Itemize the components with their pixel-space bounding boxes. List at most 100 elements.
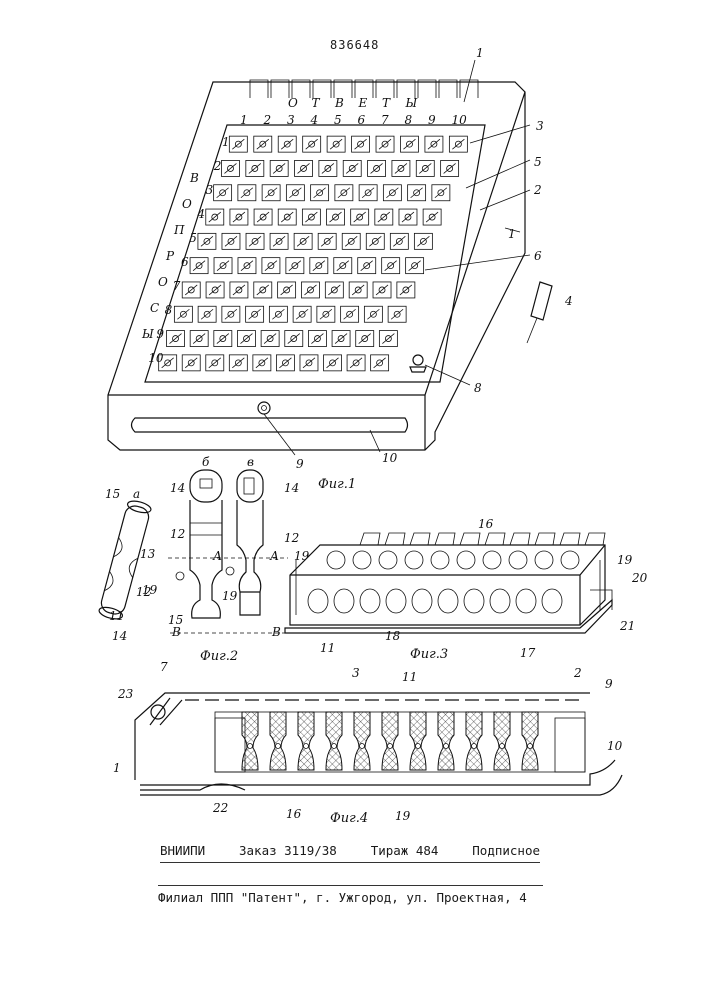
answer-cell — [295, 160, 313, 176]
answer-cell — [416, 160, 434, 176]
top-tab — [585, 533, 605, 545]
answer-cell — [388, 306, 406, 322]
socket-top — [353, 551, 371, 569]
fig4-caption: Фиг.4 — [330, 811, 368, 826]
top-tab — [485, 533, 505, 545]
fig3-ref: 18 — [385, 629, 401, 643]
answer-cell — [206, 282, 224, 298]
socket-top — [509, 551, 527, 569]
fig1-ref: 1 — [476, 46, 484, 60]
column-number: 5 — [334, 113, 342, 127]
socket-top — [457, 551, 475, 569]
fig2-ref: 12 — [284, 531, 299, 545]
answer-cell — [206, 355, 224, 371]
answer-cell — [229, 136, 247, 152]
view-label: б — [202, 455, 210, 469]
subscription: Подписное — [472, 843, 540, 858]
answer-cell — [182, 282, 200, 298]
answer-cell — [229, 355, 247, 371]
fig3-caption: Фиг.3 — [410, 647, 448, 662]
answer-cell — [327, 209, 345, 225]
answer-cell — [399, 209, 417, 225]
answer-cell — [343, 160, 361, 176]
answer-cell — [347, 355, 365, 371]
fig2-ref: 15 — [168, 613, 183, 627]
row-number: 3 — [206, 183, 214, 197]
column-letter: Т — [312, 96, 321, 110]
answer-cell — [441, 160, 459, 176]
view-label: а — [133, 487, 140, 501]
top-tab — [250, 80, 268, 98]
answer-cell — [311, 185, 329, 201]
fig4-ref: 22 — [212, 801, 228, 815]
answer-cell — [198, 233, 216, 249]
top-tab — [271, 80, 289, 98]
section-label: В — [171, 625, 181, 639]
answer-cell — [449, 136, 467, 152]
socket-top — [431, 551, 449, 569]
answer-cell — [190, 331, 208, 347]
answer-cell — [368, 160, 386, 176]
section-label: В — [271, 625, 281, 639]
answer-cell — [246, 233, 264, 249]
answer-element — [326, 712, 342, 770]
fig4-ref: 1 — [113, 761, 121, 775]
answer-element — [270, 712, 286, 770]
answer-element — [410, 712, 426, 770]
column-number: 7 — [381, 113, 389, 127]
socket-front — [490, 589, 510, 613]
socket-top — [483, 551, 501, 569]
column-letter: Т — [382, 96, 391, 110]
answer-cell — [190, 258, 208, 274]
fig4-ref: 16 — [286, 807, 302, 821]
answer-element — [354, 712, 370, 770]
figure-1: 1234567891012345678910ОТВЕТЫВОПРОСЫ13521… — [108, 46, 573, 492]
answer-element — [382, 712, 398, 770]
row-number: 6 — [181, 255, 189, 269]
answer-cell — [198, 306, 216, 322]
answer-cell — [359, 185, 377, 201]
answer-cell — [382, 258, 400, 274]
answer-cell — [397, 282, 415, 298]
answer-element — [438, 712, 454, 770]
side-letter: С — [150, 301, 159, 315]
fig3-ref: 16 — [478, 517, 494, 531]
side-letter: Р — [165, 249, 175, 263]
answer-cell — [332, 331, 350, 347]
order-number: Заказ 3119/38 — [239, 843, 337, 858]
answer-cell — [261, 331, 279, 347]
fig3-ref: 20 — [631, 571, 648, 585]
row-number: 1 — [222, 135, 230, 149]
answer-cell — [351, 209, 369, 225]
fig1-ref: 10 — [382, 451, 398, 465]
answer-cell — [308, 331, 326, 347]
figure-2: абвААВВ151312191114141215141219Фиг.2 — [98, 455, 299, 664]
top-tab — [360, 533, 380, 545]
row-number: 2 — [213, 159, 222, 173]
answer-cell — [221, 160, 239, 176]
fig1-ref: 6 — [534, 249, 542, 263]
socket-top — [405, 551, 423, 569]
column-number: 3 — [287, 113, 295, 127]
answer-cell — [254, 136, 272, 152]
fig1-ref: 5 — [534, 155, 542, 169]
column-number: 10 — [452, 113, 468, 127]
answer-cell — [376, 136, 394, 152]
answer-cell — [262, 185, 280, 201]
answer-cell — [303, 136, 321, 152]
answer-cell — [406, 258, 424, 274]
answer-cell — [214, 258, 232, 274]
answer-cell — [324, 355, 342, 371]
answer-cell — [414, 233, 432, 249]
fig4-ref: 9 — [605, 677, 613, 691]
column-letter: О — [288, 96, 298, 110]
answer-cell — [276, 355, 294, 371]
column-number: 6 — [358, 113, 366, 127]
fig4-ref: 7 — [160, 660, 168, 674]
top-tab — [385, 533, 405, 545]
answer-cell — [293, 306, 311, 322]
answer-cell — [425, 136, 443, 152]
row-number: 5 — [189, 231, 197, 245]
answer-cell — [278, 282, 296, 298]
socket-front — [360, 589, 380, 613]
